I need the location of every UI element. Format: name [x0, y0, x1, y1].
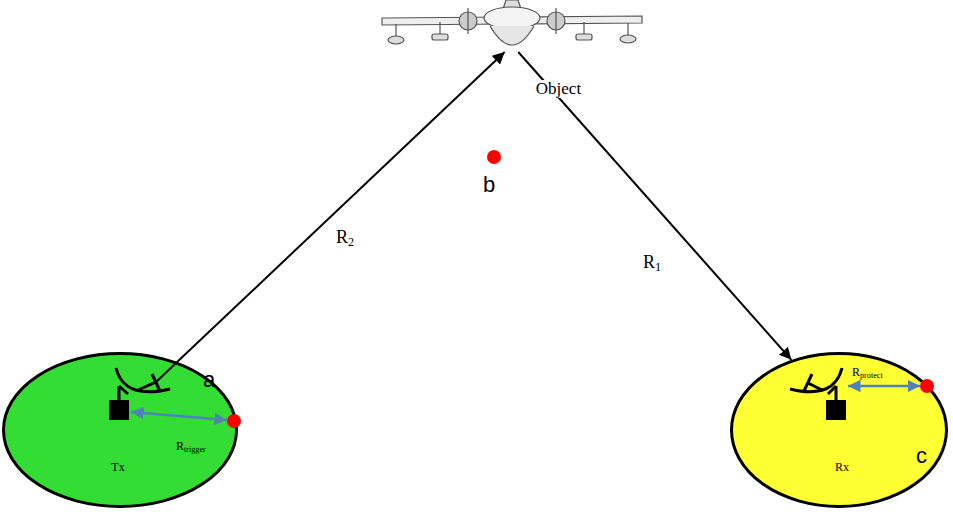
symbol-subscript: trigger	[184, 445, 206, 454]
airplane-pod	[576, 34, 592, 40]
airplane-picture	[382, 0, 642, 45]
object-label: Object	[534, 80, 583, 99]
point-marker	[920, 379, 934, 393]
airplane-fuselage	[484, 7, 540, 29]
trigger-zone: Tx	[2, 352, 238, 508]
symbol-main: R	[176, 439, 184, 453]
point-letter: b	[483, 173, 495, 197]
object-node: Object	[400, 4, 625, 52]
zone-outline	[2, 352, 238, 508]
zone-circle	[732, 354, 947, 507]
propeller	[467, 8, 468, 34]
symbol-main: R	[852, 365, 860, 379]
transmitter-box	[109, 400, 129, 420]
symbol-subscript: protect	[860, 371, 883, 380]
wingtip-float	[620, 35, 636, 43]
range-label: Rprotect	[852, 366, 883, 379]
float-strut	[395, 24, 396, 36]
zone-circle	[4, 354, 237, 507]
signal-path	[518, 52, 791, 360]
point-marker	[487, 150, 501, 164]
propeller	[555, 8, 556, 34]
symbol-main: R	[643, 252, 655, 272]
range-arrow	[848, 385, 920, 388]
zone-outline	[730, 352, 948, 508]
symbol-subscript: 2	[348, 235, 354, 249]
airplane-strut	[439, 22, 440, 34]
range-label: R1	[643, 253, 661, 273]
station-label: Tx	[111, 461, 124, 474]
wingtip-float	[388, 36, 404, 44]
protect-zone: Rx	[730, 352, 948, 508]
signal-path	[177, 52, 504, 362]
symbol-main: R	[336, 227, 348, 247]
symbol-subscript: 1	[655, 260, 661, 274]
point-letter: a	[203, 368, 215, 392]
airplane-strut	[583, 22, 584, 34]
airplane-hull	[490, 26, 534, 45]
airplane-pod	[432, 34, 448, 40]
station-label: Rx	[835, 461, 849, 474]
point-marker	[227, 414, 241, 428]
point-letter: c	[916, 444, 927, 468]
range-label: R2	[336, 228, 354, 248]
receiver-box	[826, 400, 846, 420]
range-label: Rtrigger	[176, 440, 206, 453]
float-strut	[627, 23, 628, 35]
